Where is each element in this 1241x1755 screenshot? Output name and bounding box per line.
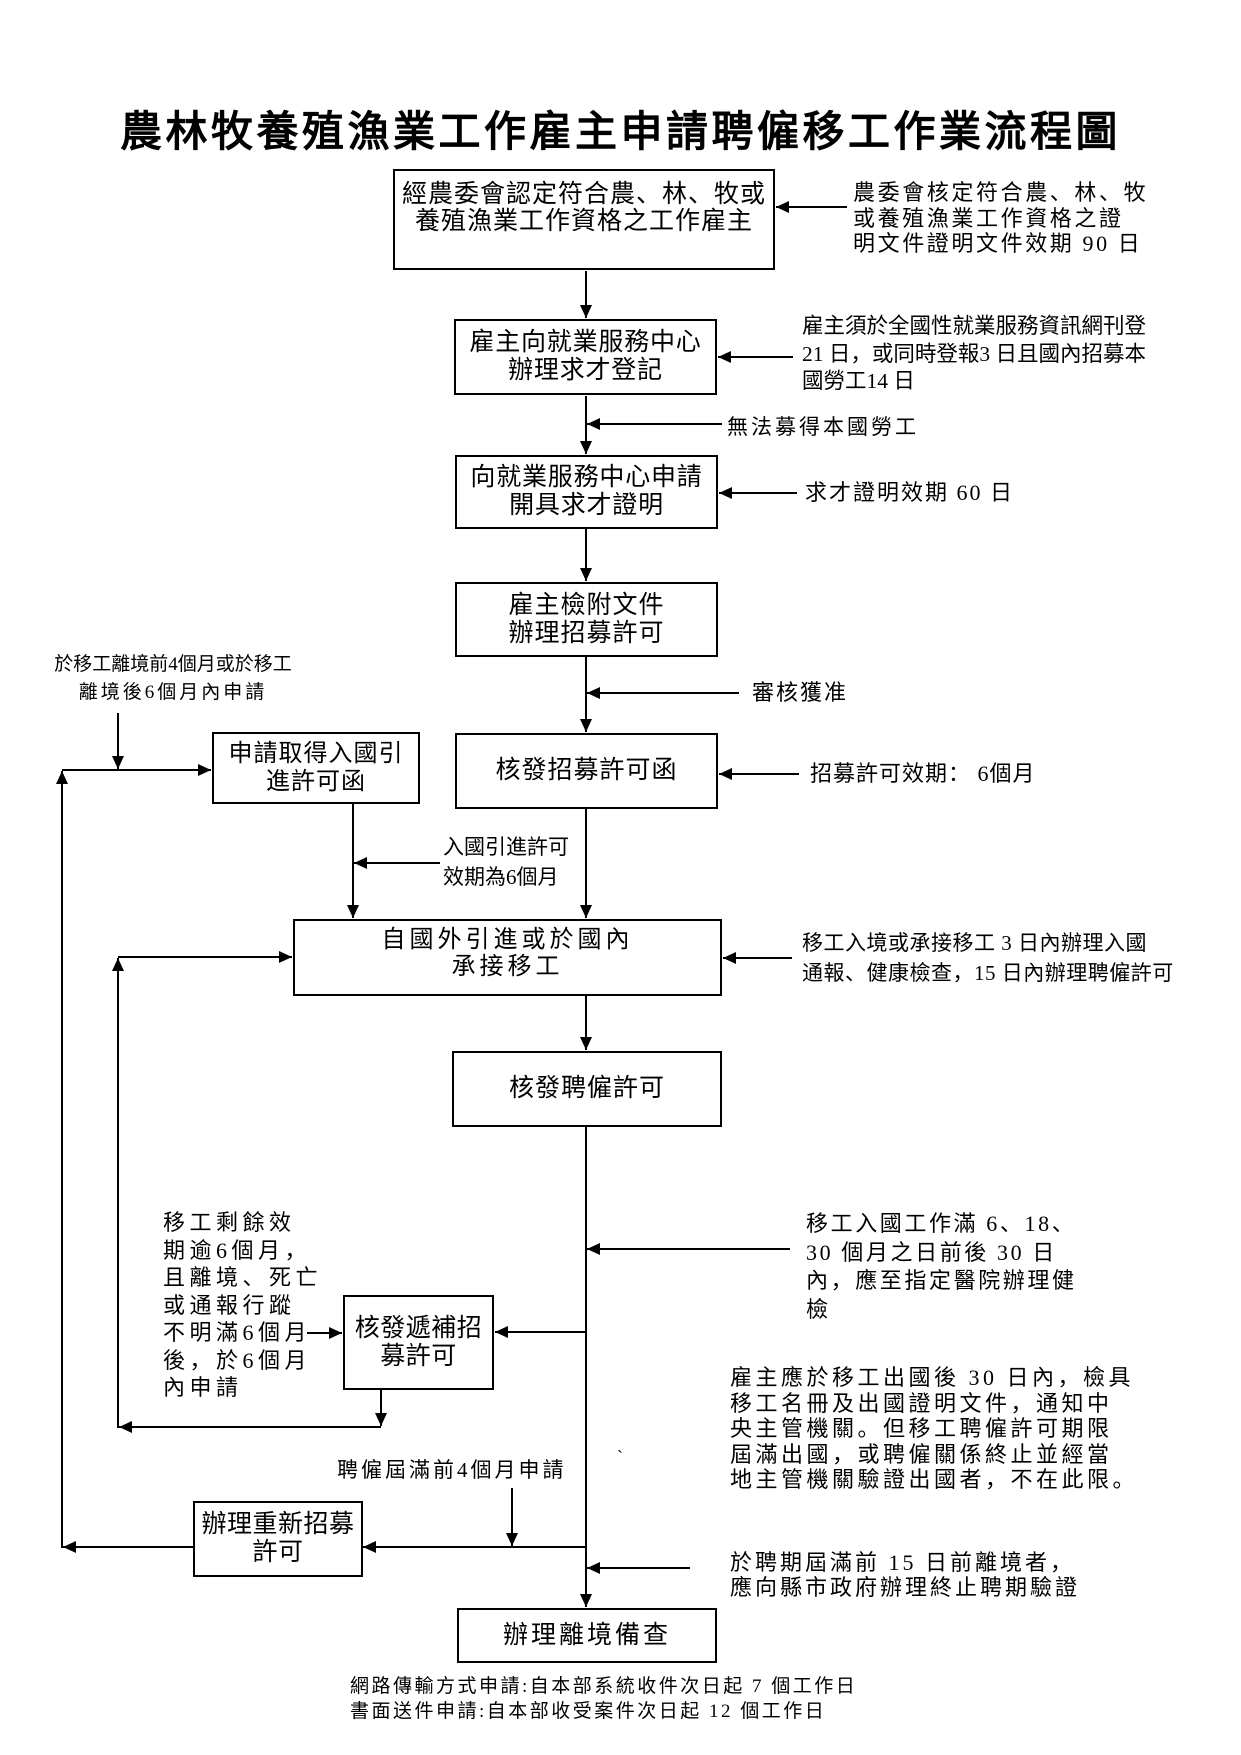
note-coa-certificate: 農委會核定符合農、林、牧 或養殖漁業工作資格之證 明文件證明文件效期 90 日 — [853, 180, 1148, 257]
note-replacement-conditions: 移工剩餘效 期逾6個月， 且離境、死亡 或通報行蹤 不明滿6個月 後，於6個月 … — [163, 1209, 322, 1402]
step-employment-permit-issued: 核發聘僱許可 — [452, 1051, 722, 1127]
step-text-line: 向就業服務中心申請 — [470, 464, 703, 491]
note-early-departure: 於聘期屆滿前 15 日前離境者， 應向縣市政府辦理終止聘期驗證 — [730, 1550, 1080, 1600]
step-text-line: 進許可函 — [266, 769, 366, 795]
step-text-line: 辦理求才登記 — [508, 357, 663, 384]
note-line: 或通報行蹤 — [163, 1292, 296, 1318]
note-line: 檢 — [806, 1297, 831, 1323]
note-line: 移工名冊及出國證明文件，通知中 — [730, 1390, 1113, 1416]
step-text-line: 自國外引進或於國內 — [381, 927, 634, 953]
step-text-line: 養殖漁業工作資格之工作雇主 — [414, 208, 753, 235]
step-text-line: 雇主向就業服務中心 — [469, 329, 702, 356]
note-line: 移工入境或承接移工 3 日內辦理入國 — [802, 931, 1147, 955]
note-health-check: 移工入國工作滿 6、18、 30 個月之日前後 30 日 內，應至指定醫院辦理健… — [806, 1210, 1077, 1325]
note-entry-timing: 於移工離境前4個月或於移工 離境後6個月內申請 — [33, 651, 313, 707]
step-text-line: 核發聘僱許可 — [508, 1075, 665, 1102]
page-title: 農林牧養殖漁業工作雇主申請聘僱移工作業流程圖 — [119, 110, 1121, 156]
note-line: 離境後6個月內申請 — [78, 682, 268, 703]
note-arrival-procedures: 移工入境或承接移工 3 日內辦理入國 通報、健康檢查，15 日內辦理聘僱許可 — [802, 928, 1174, 988]
note-no-local-workers: 無法募得本國勞工 — [727, 415, 919, 439]
note-line: 於移工離境前4個月或於移工 — [54, 654, 292, 675]
note-line: 效期為6個月 — [443, 865, 559, 889]
footer-line-online: 網路傳輸方式申請:自本部系統收件次日起 7 個工作日 — [350, 1676, 858, 1697]
note-recruitment-permit-validity: 招募許可效期： 6個月 — [810, 761, 1036, 786]
note-job-posting: 雇主須於全國性就業服務資訊網刊登 21 日，或同時登報3 日且國內招募本 國勞工… — [802, 313, 1146, 396]
note-line: 地主管機關驗證出國者，不在此限。 — [730, 1467, 1139, 1492]
step-departure-filing: 辦理離境備查 — [457, 1608, 717, 1663]
note-departure-notification: 雇主應於移工出國後 30 日內，檢具 移工名冊及出國證明文件，通知中 央主管機關… — [730, 1365, 1138, 1493]
note-line: 30 個月之日前後 30 日 — [806, 1239, 1057, 1265]
note-line: 21 日，或同時登報3 日且國內招募本 — [802, 341, 1147, 366]
note-line: 期逾6個月， — [163, 1237, 312, 1263]
note-line: 內，應至指定醫院辦理健 — [806, 1268, 1077, 1294]
note-line: 明文件證明文件效期 90 日 — [853, 231, 1143, 256]
note-line: 內申請 — [163, 1375, 243, 1400]
step-entry-permit-application: 申請取得入國引 進許可函 — [212, 732, 420, 804]
note-line: 後，於6個月 — [163, 1347, 312, 1373]
note-line: 不明滿6個月 — [163, 1320, 312, 1345]
step-text-line: 經農委會認定符合農、林、牧或 — [401, 181, 766, 208]
note-line: 於聘期屆滿前 15 日前離境者， — [730, 1550, 1076, 1575]
step-re-recruitment: 辦理重新招募 許可 — [193, 1501, 363, 1577]
note-line: 或養殖漁業工作資格之證 — [853, 205, 1124, 231]
step-job-registration: 雇主向就業服務中心 辦理求才登記 — [454, 319, 717, 395]
step-qualified-employer: 經農委會認定符合農、林、牧或 養殖漁業工作資格之工作雇主 — [393, 169, 775, 270]
note-certificate-validity: 求才證明效期 60 日 — [805, 480, 1015, 505]
step-recruitment-application: 雇主檢附文件 辦理招募許可 — [455, 582, 718, 657]
footer-processing-times: 網路傳輸方式申請:自本部系統收件次日起 7 個工作日 書面送件申請:自本部收受案… — [350, 1674, 857, 1724]
step-text-line: 申請取得入國引 — [228, 741, 404, 767]
step-text-line: 核發遞補招 — [354, 1314, 483, 1342]
note-entry-permit-validity: 入國引進許可 效期為6個月 — [443, 832, 569, 892]
stray-mark: ` — [617, 1447, 623, 1467]
note-line: 國勞工14 日 — [802, 369, 915, 393]
step-text-line: 雇主檢附文件 — [508, 591, 665, 619]
step-job-certificate: 向就業服務中心申請 開具求才證明 — [455, 455, 718, 529]
note-line: 雇主須於全國性就業服務資訊網刊登 — [802, 314, 1147, 338]
note-line: 屆滿出國，或聘僱關係終止並經當 — [730, 1441, 1113, 1467]
footer-line-paper: 書面送件申請:自本部收受案件次日起 12 個工作日 — [350, 1701, 827, 1722]
step-recruitment-permit-issued: 核發招募許可函 — [455, 733, 718, 809]
note-line: 農委會核定符合農、林、牧 — [853, 180, 1149, 205]
note-line: 且離境、死亡 — [163, 1265, 323, 1290]
note-approved: 審核獲准 — [752, 680, 849, 705]
note-line: 雇主應於移工出國後 30 日內，檢具 — [730, 1365, 1135, 1390]
step-text-line: 辦理招募許可 — [508, 619, 665, 647]
note-line: 入國引進許可 — [443, 835, 569, 859]
step-text-line: 開具求才證明 — [509, 492, 664, 519]
step-text-line: 募許可 — [380, 1342, 457, 1370]
note-line: 移工入國工作滿 6、18、 — [806, 1211, 1077, 1236]
step-text-line: 辦理重新招募 — [201, 1511, 355, 1538]
step-text-line: 核發招募許可函 — [495, 757, 678, 784]
step-text-line: 辦理離境備查 — [502, 1621, 671, 1649]
note-renewal-timing: 聘僱屆滿前4個月申請 — [337, 1458, 567, 1482]
note-line: 央主管機關。但移工聘僱許可期限 — [730, 1416, 1113, 1441]
note-line: 應向縣市政府辦理終止聘期驗證 — [730, 1575, 1081, 1600]
note-line: 通報、健康檢查，15 日內辦理聘僱許可 — [802, 961, 1174, 985]
step-import-or-takeover: 自國外引進或於國內 承接移工 — [293, 919, 722, 996]
step-text-line: 承接移工 — [451, 954, 564, 980]
step-replacement-permit-issued: 核發遞補招 募許可 — [343, 1295, 494, 1390]
note-line: 移工剩餘效 — [163, 1210, 296, 1235]
step-text-line: 許可 — [252, 1539, 304, 1566]
